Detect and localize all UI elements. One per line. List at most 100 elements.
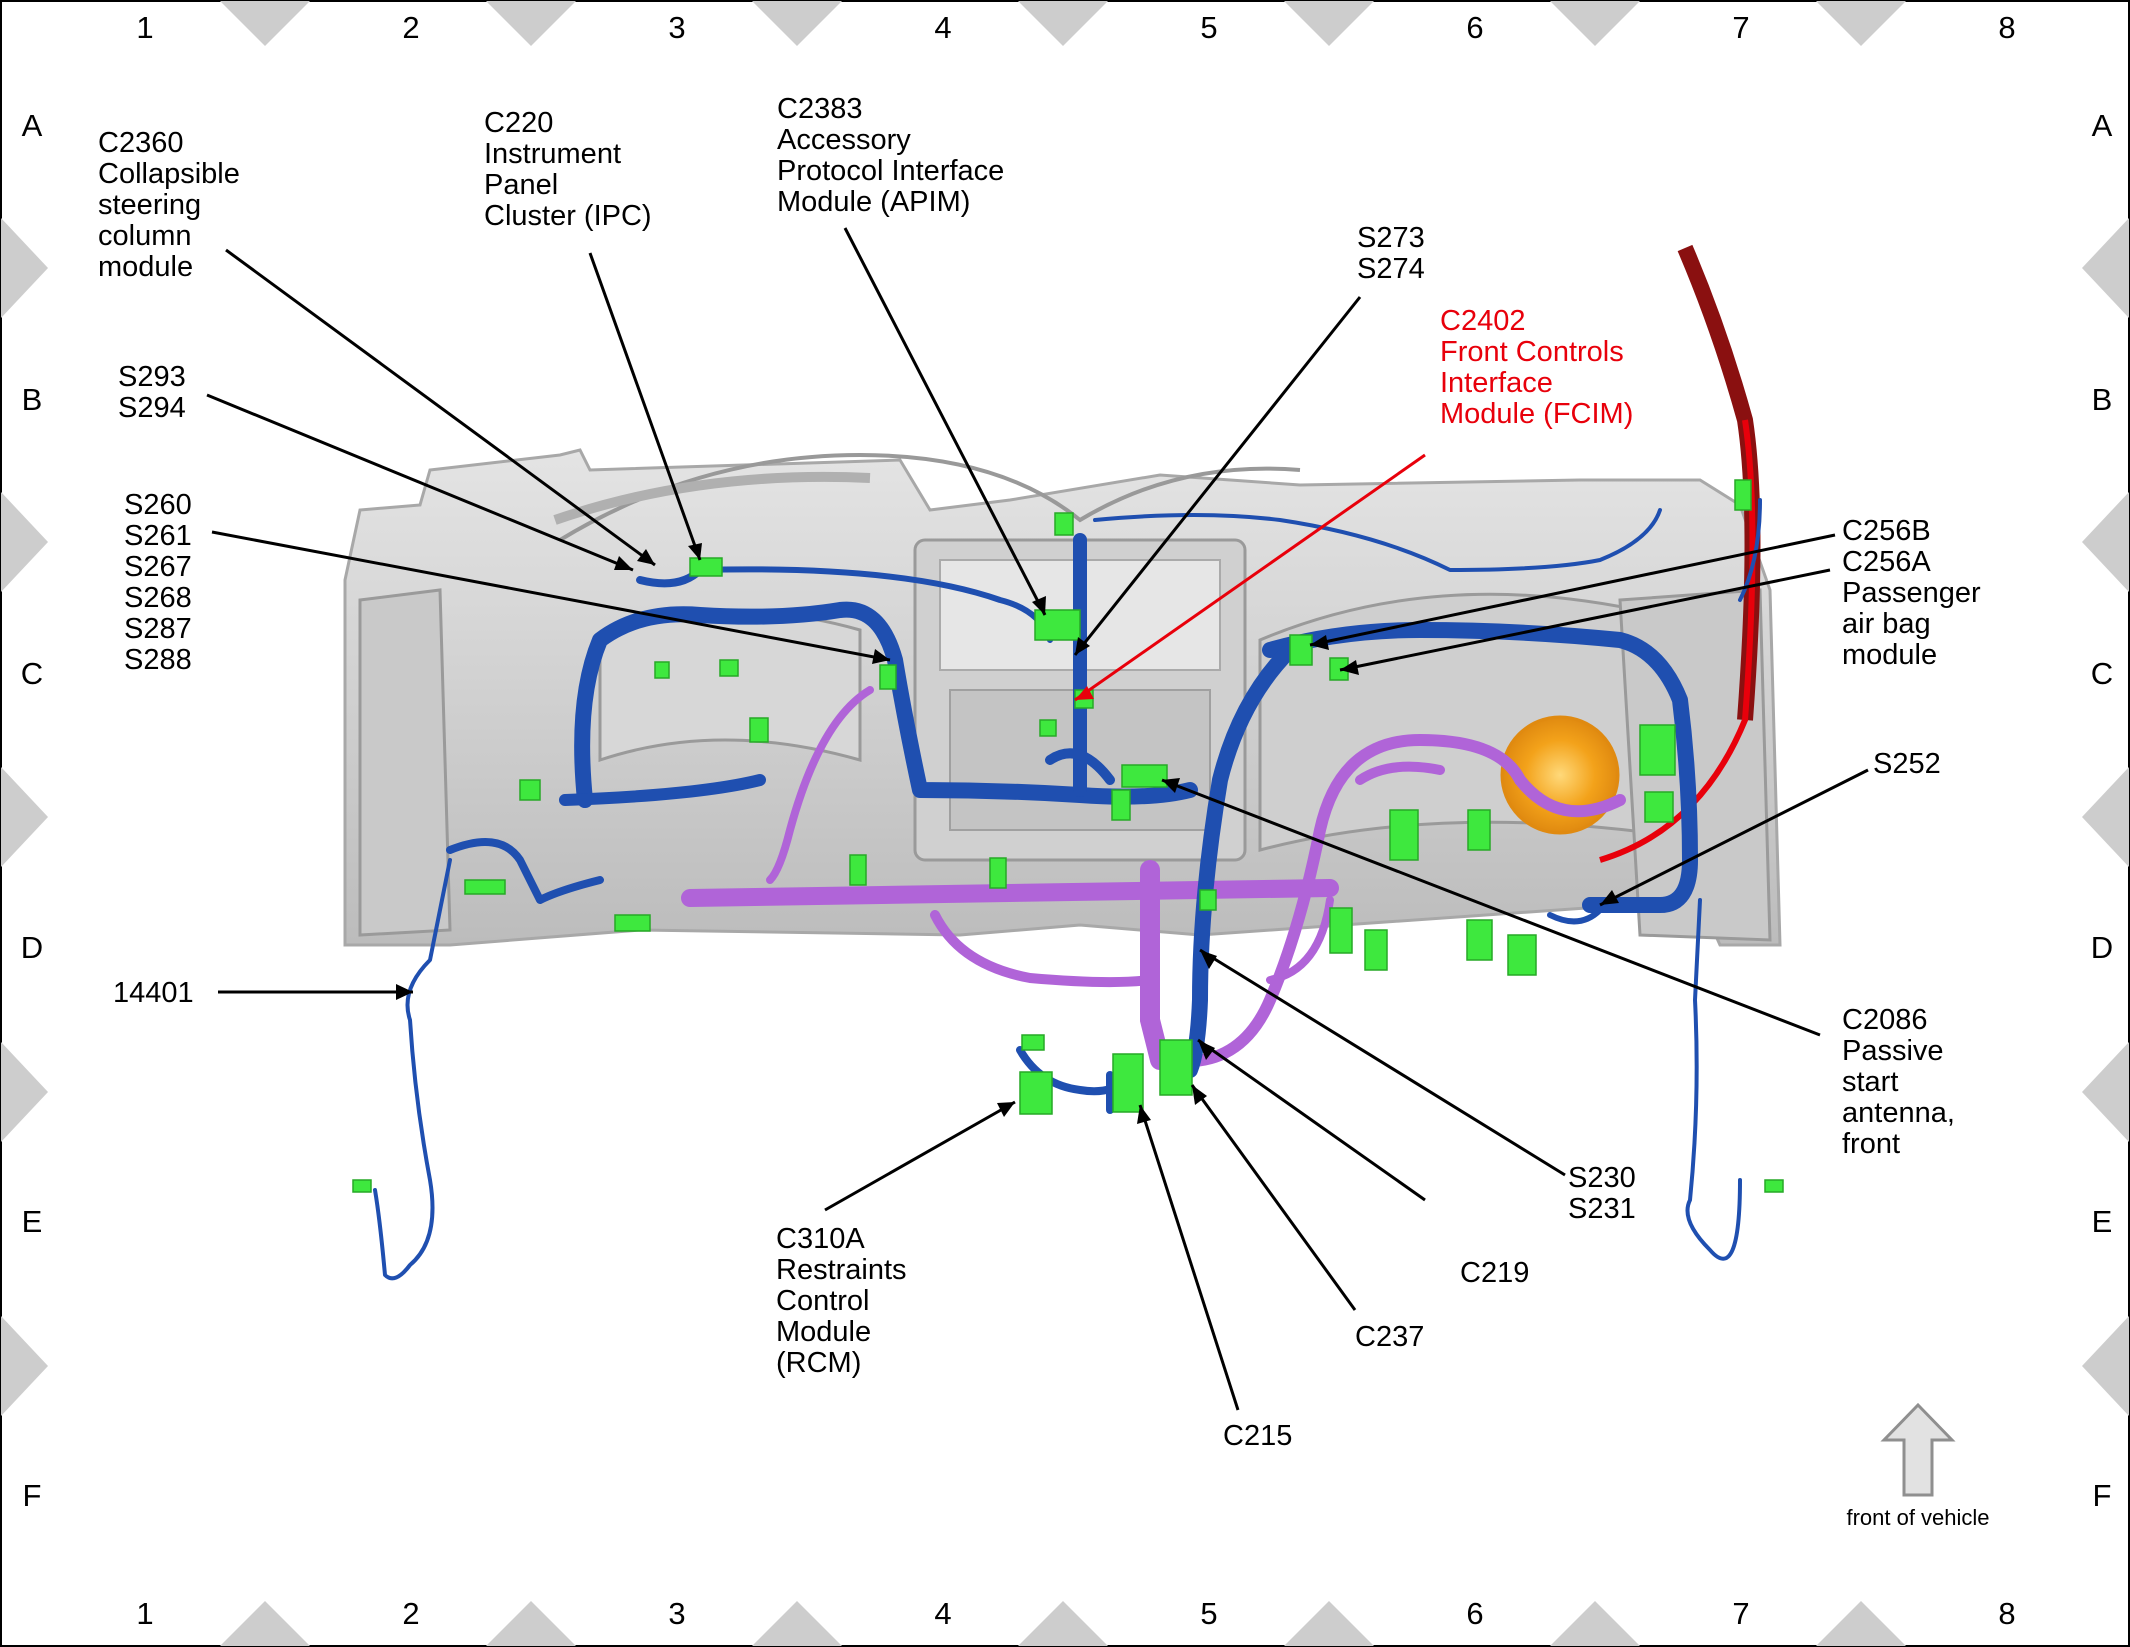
col-label-bottom: 1 — [136, 1596, 153, 1631]
callout-s293: S293 S294 — [118, 361, 186, 424]
callout-c219: C219 — [1460, 1257, 1529, 1289]
callout-line: Control — [776, 1285, 870, 1317]
row-label-left: A — [22, 108, 43, 143]
callout-s230: S230 S231 — [1568, 1162, 1636, 1225]
callout-line: air bag — [1842, 608, 1931, 640]
fcim-leader-line — [1074, 453, 1426, 702]
front-of-vehicle-indicator: front of vehicle — [1846, 1402, 1990, 1530]
passenger-air-bag — [1500, 715, 1620, 835]
callout-c256: C256B C256A Passenger air bag module — [1842, 515, 1981, 671]
row-label-right: C — [2091, 656, 2113, 691]
callout-line: module — [98, 251, 193, 283]
callout-line: S268 — [124, 582, 192, 614]
col-label-top: 5 — [1200, 10, 1217, 45]
callout-line: Restraints — [776, 1254, 907, 1286]
grid-labels: 1 2 3 4 5 6 7 8 1 2 3 4 5 6 7 8 A B C D … — [21, 10, 2113, 1631]
callout-c215: C215 — [1223, 1420, 1292, 1452]
col-label-bottom: 4 — [934, 1596, 951, 1631]
callout-line: S231 — [1568, 1193, 1636, 1225]
callout-line: Instrument — [484, 138, 621, 170]
col-label-top: 2 — [402, 10, 419, 45]
callout-line: Protocol Interface — [777, 155, 1004, 187]
leader-lines — [206, 227, 1869, 1411]
callout-line: S274 — [1357, 253, 1425, 285]
callout-c310a: C310A Restraints Control Module (RCM) — [776, 1223, 907, 1379]
col-label-bottom: 2 — [402, 1596, 419, 1631]
row-label-right: E — [2092, 1204, 2113, 1239]
callout-line: Cluster (IPC) — [484, 200, 652, 232]
callout-line: C256B — [1842, 515, 1931, 547]
callout-line: S273 — [1357, 222, 1425, 254]
col-label-bottom: 3 — [668, 1596, 685, 1631]
callout-line: S287 — [124, 613, 192, 645]
callout-line: S288 — [124, 644, 192, 676]
callout-line: Front Controls — [1440, 336, 1624, 368]
callout-line: C2086 — [1842, 1004, 1927, 1036]
front-arrow-icon — [1880, 1402, 1956, 1497]
callout-line: S293 — [118, 361, 186, 393]
fcim-arrowhead — [1075, 686, 1094, 700]
col-label-bottom: 7 — [1732, 1596, 1749, 1631]
row-label-right: D — [2091, 930, 2113, 965]
callout-line: 14401 — [113, 977, 194, 1009]
row-label-right: B — [2092, 382, 2113, 417]
front-of-vehicle-label: front of vehicle — [1846, 1505, 1989, 1530]
callout-line: C2383 — [777, 93, 862, 125]
purple-harness — [681, 686, 1626, 1070]
callout-line: S230 — [1568, 1162, 1636, 1194]
callout-s260: S260 S261 S267 S268 S287 S288 — [124, 489, 192, 676]
callout-line: Collapsible — [98, 158, 240, 190]
callout-line: front — [1842, 1128, 1900, 1160]
callout-line: Accessory — [777, 124, 911, 156]
callout-line: antenna, — [1842, 1097, 1955, 1129]
callout-line: C219 — [1460, 1257, 1529, 1289]
callout-s252: S252 — [1873, 748, 1941, 780]
callout-line: steering — [98, 189, 201, 221]
callout-line: Module — [776, 1316, 871, 1348]
callout-line: C237 — [1355, 1321, 1424, 1353]
callout-line: Module (FCIM) — [1440, 398, 1633, 430]
callout-line: S267 — [124, 551, 192, 583]
callout-line: S261 — [124, 520, 192, 552]
callout-line: Module (APIM) — [777, 186, 970, 218]
col-label-bottom: 5 — [1200, 1596, 1217, 1631]
callout-c2402: C2402 Front Controls Interface Module (F… — [1440, 305, 1633, 430]
callout-line: (RCM) — [776, 1347, 861, 1379]
callout-c237: C237 — [1355, 1321, 1424, 1353]
callout-s273: S273 S274 — [1357, 222, 1425, 285]
row-label-left: E — [22, 1204, 43, 1239]
callout-line: C2360 — [98, 127, 183, 159]
col-label-top: 7 — [1732, 10, 1749, 45]
col-label-top: 1 — [136, 10, 153, 45]
col-label-top: 4 — [934, 10, 951, 45]
callout-line: module — [1842, 639, 1937, 671]
col-label-bottom: 8 — [1998, 1596, 2015, 1631]
callout-line: start — [1842, 1066, 1898, 1098]
callout-line: C215 — [1223, 1420, 1292, 1452]
callout-line: C2402 — [1440, 305, 1525, 337]
callout-line: S294 — [118, 392, 186, 424]
row-label-left: F — [23, 1478, 42, 1513]
row-label-right: A — [2092, 108, 2113, 143]
callout-line: C310A — [776, 1223, 865, 1255]
connectors — [352, 479, 1784, 1193]
callout-line: Panel — [484, 169, 558, 201]
arrowheads — [396, 543, 1619, 1124]
callout-14401: 14401 — [113, 977, 194, 1009]
callout-line: S260 — [124, 489, 192, 521]
callout-line: S252 — [1873, 748, 1941, 780]
col-label-bottom: 6 — [1466, 1596, 1483, 1631]
callout-line: C220 — [484, 107, 553, 139]
callout-line: Passenger — [1842, 577, 1981, 609]
col-label-top: 6 — [1466, 10, 1483, 45]
row-label-right: F — [2093, 1478, 2112, 1513]
callout-line: Interface — [1440, 367, 1553, 399]
callout-c220: C220 Instrument Panel Cluster (IPC) — [484, 107, 652, 232]
callout-c2360: C2360 Collapsible steering column module — [98, 127, 240, 283]
callout-line: Passive — [1842, 1035, 1944, 1067]
row-label-left: D — [21, 930, 43, 965]
row-label-left: C — [21, 656, 43, 691]
